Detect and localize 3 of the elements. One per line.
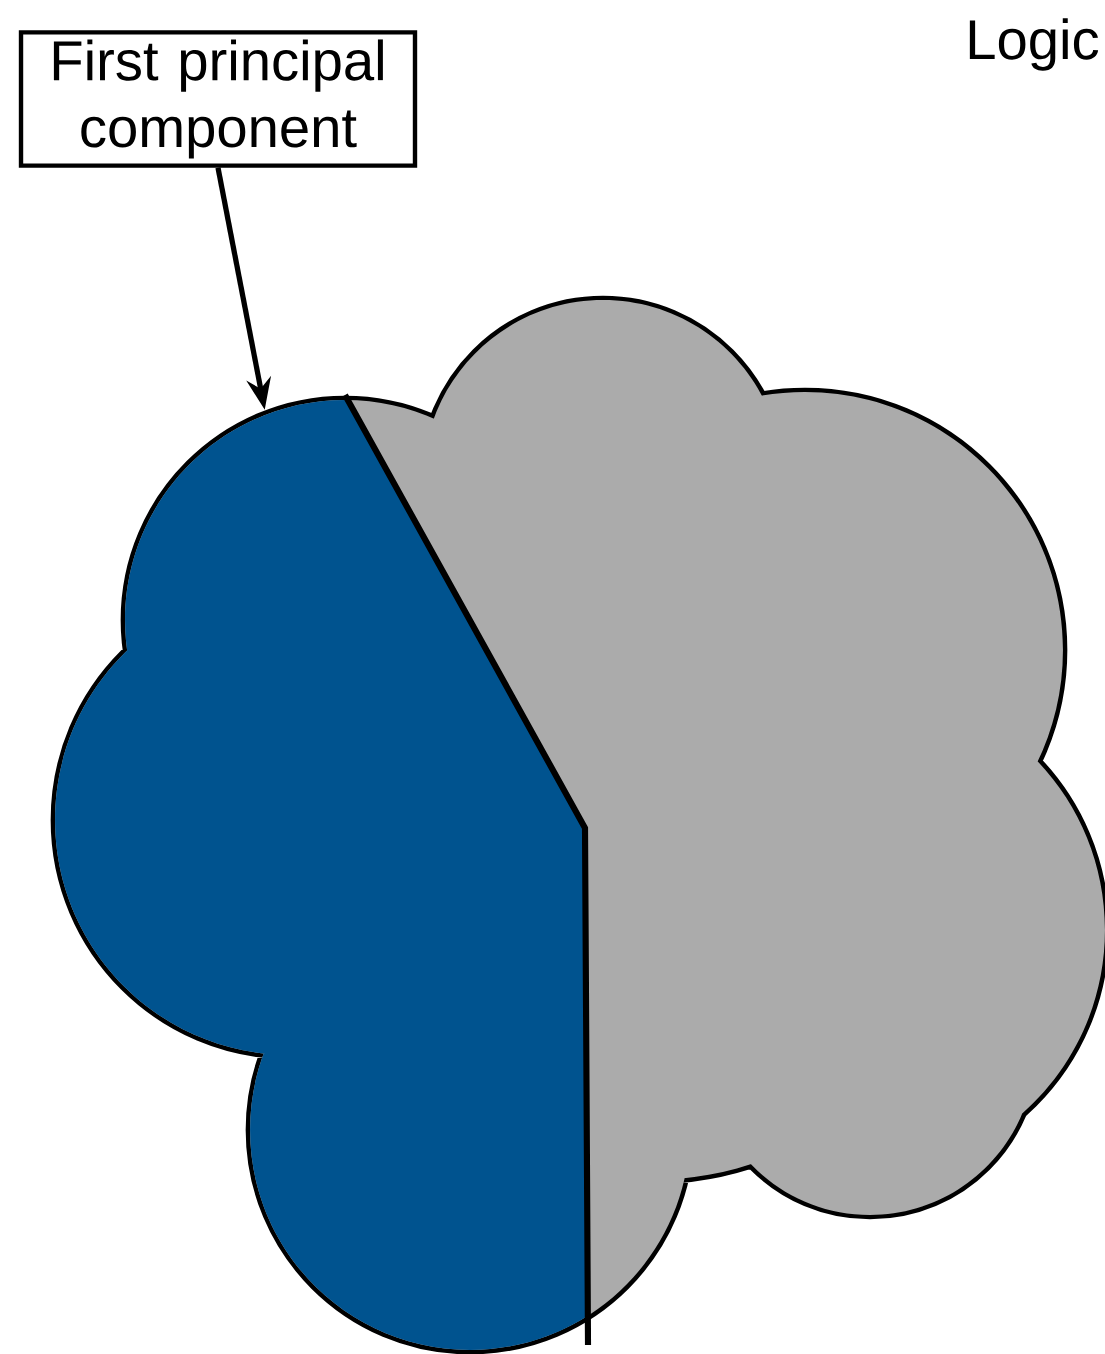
cloud-drawing xyxy=(50,295,1105,1354)
label: Logic xyxy=(969,18,1099,71)
text-box: First principal component xyxy=(18,30,418,168)
